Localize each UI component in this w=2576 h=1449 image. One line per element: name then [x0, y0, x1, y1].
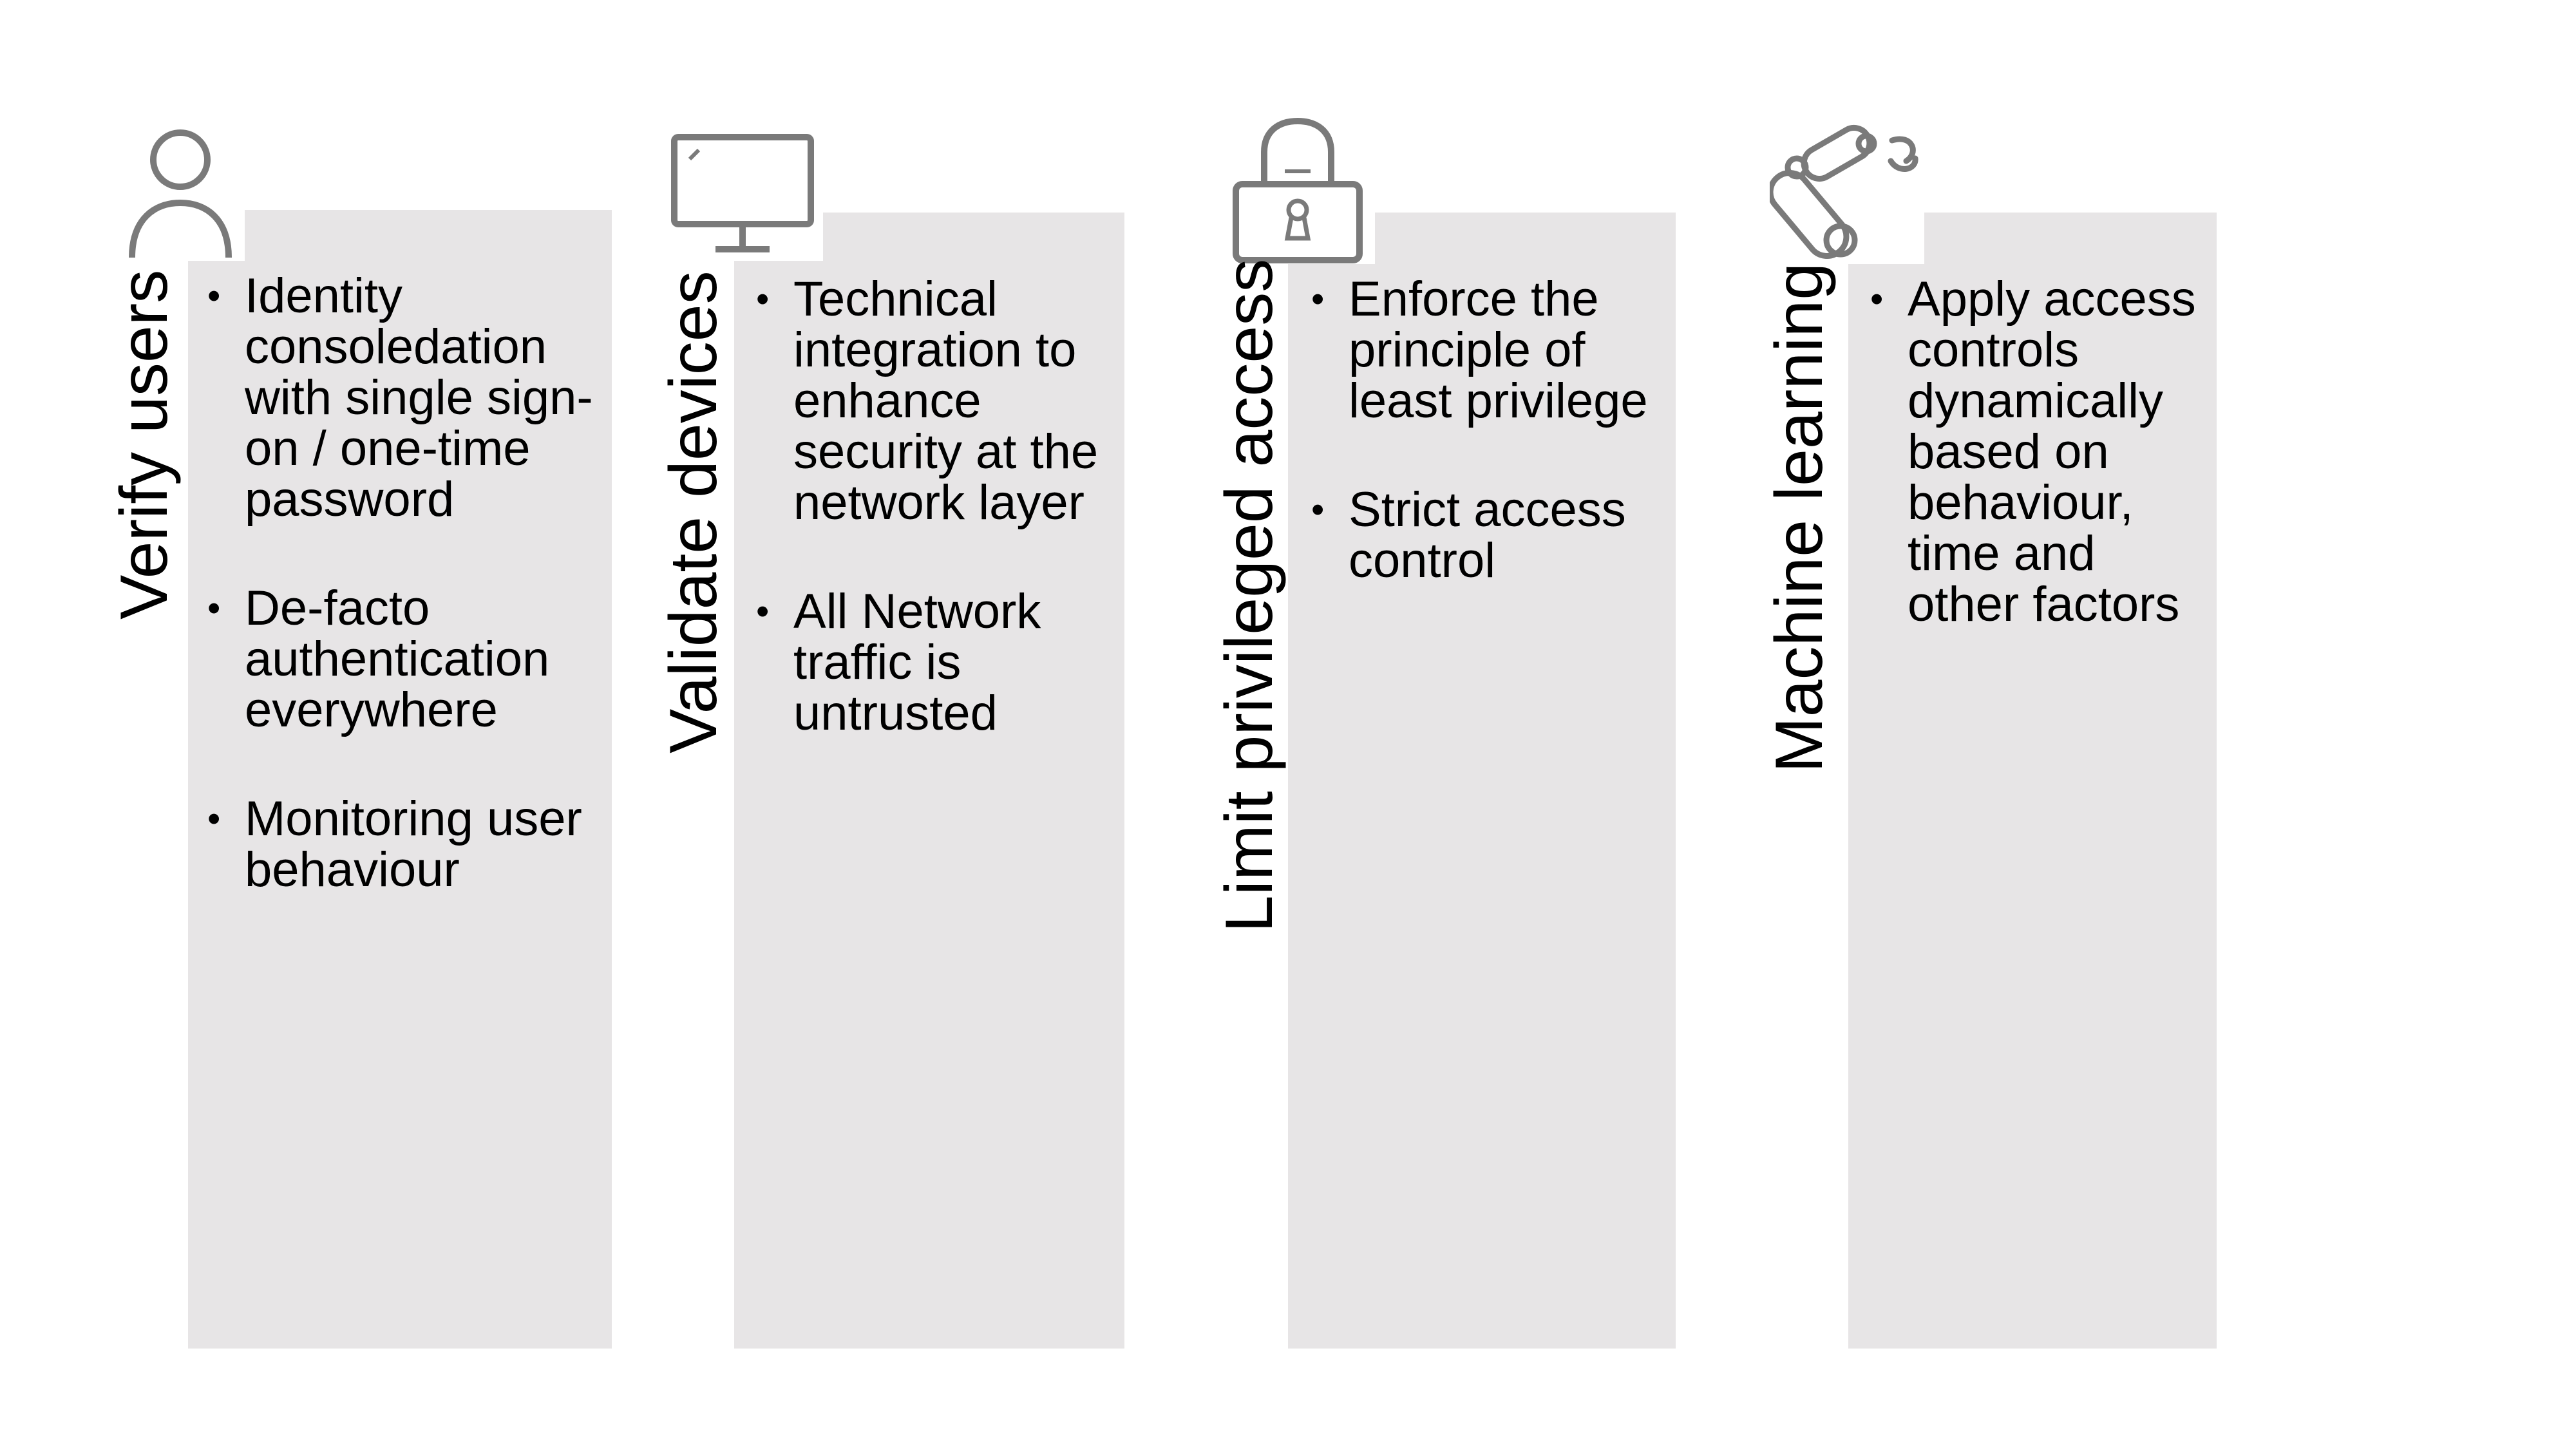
user-icon — [129, 129, 232, 258]
pillar-title: Limit privileged access — [1212, 258, 1287, 933]
padlock-icon — [1233, 117, 1363, 263]
bullet-item: Apply access controls dynamically based … — [1870, 274, 2211, 630]
pillar-icon-box — [662, 119, 823, 261]
pillar-icon-box — [1770, 109, 1924, 264]
pillar-icon-box — [1220, 109, 1375, 264]
bullet-item: Technical integration to enhance securit… — [756, 274, 1117, 528]
bullet-item: Identity consoledation with single sign-… — [207, 270, 600, 525]
monitor-icon — [671, 134, 814, 252]
bullet-item: De-facto authentication everywhere — [207, 583, 600, 735]
pillar-bullet-list: Technical integration to enhance securit… — [756, 274, 1117, 797]
bullet-item: Enforce the principle of least privilege — [1311, 274, 1672, 426]
pillar-icon-box — [116, 113, 245, 261]
pillar-bullet-list: Enforce the principle of least privilege… — [1311, 274, 1672, 644]
bullet-item: All Network traffic is untrusted — [756, 586, 1117, 739]
pillar-title: Validate devices — [656, 270, 731, 753]
pillar-bullet-list: Apply access controls dynamically based … — [1870, 274, 2211, 688]
bullet-item: Strict access control — [1311, 484, 1672, 586]
pillar-title: Verify users — [107, 269, 182, 620]
pillar-bullet-list: Identity consoledation with single sign-… — [207, 270, 600, 953]
pillar-title: Machine learning — [1762, 262, 1837, 773]
bullet-item: Monitoring user behaviour — [207, 793, 600, 895]
robotic-arm-icon — [1770, 125, 1918, 259]
